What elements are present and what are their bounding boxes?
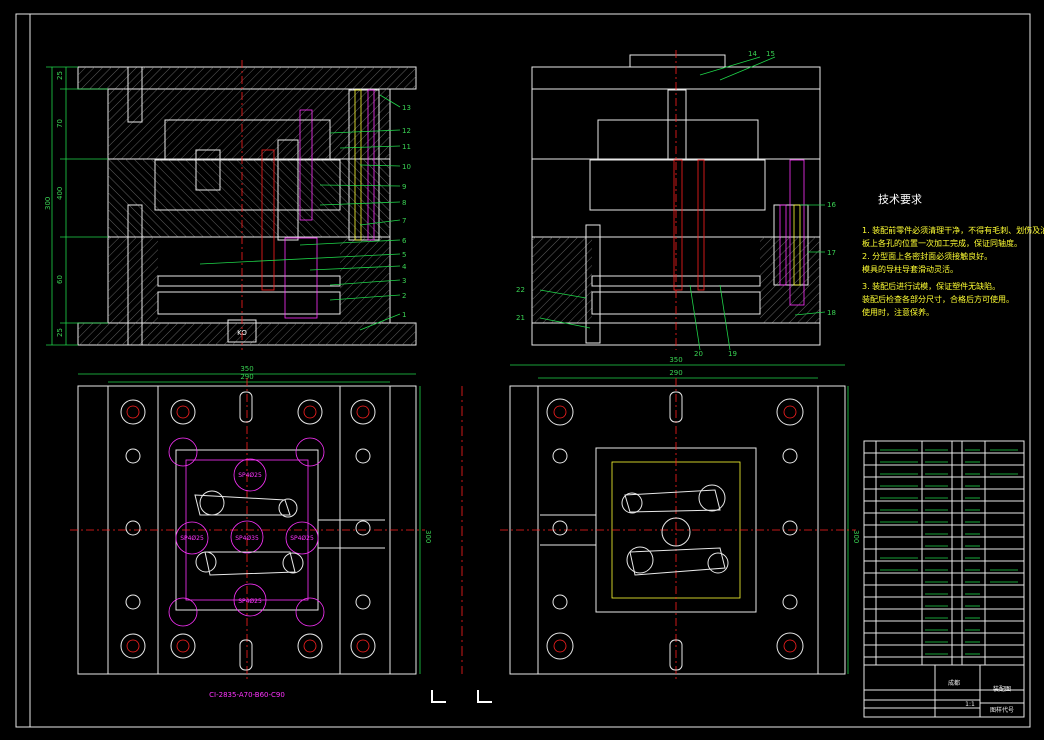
part-num-15: 15 xyxy=(766,50,775,58)
part-num-3: 3 xyxy=(402,277,406,285)
plan-right-height: 300 xyxy=(852,530,860,543)
plan-right-width: 350 xyxy=(669,356,682,364)
plan-left-inner: 290 xyxy=(240,373,253,381)
plan-label-4: SP4Ø25 xyxy=(290,535,314,542)
plan-left-height: 300 xyxy=(424,530,432,543)
plan-label-3: SP4Ø35 xyxy=(235,535,259,542)
left-plan-view: 350 290 300 xyxy=(70,365,432,699)
part-num-5: 5 xyxy=(402,251,406,259)
part-num-6: 6 xyxy=(402,237,407,245)
plan-label-2: SP4Ø25 xyxy=(180,535,204,542)
tech-line-7: 使用时，注意保养。 xyxy=(862,307,934,317)
part-num-13: 13 xyxy=(402,104,411,112)
tech-line-6: 装配后检查各部分尺寸，合格后方可使用。 xyxy=(862,294,1014,304)
drawing-scale: 1:1 xyxy=(965,701,975,708)
footer-code: CI-2835-A70-B60-C90 xyxy=(209,691,285,699)
sheet-border xyxy=(15,13,1031,728)
part-num-22: 22 xyxy=(516,286,525,294)
part-num-19: 19 xyxy=(728,350,737,358)
dim-left-5: 25 xyxy=(56,328,64,337)
tech-requirements: 技术要求 1. 装配前零件必须清理干净，不得有毛刺、划伤及油污。 板上各孔的位置… xyxy=(862,193,1044,317)
tech-line-3: 2. 分型面上各密封面必须接触良好。 xyxy=(862,251,992,261)
part-num-12: 12 xyxy=(402,127,411,135)
plan-label-1: SP4Ø25 xyxy=(238,472,262,479)
left-section-view: KO 25 70 400 60 25 300 xyxy=(44,60,417,350)
right-part-leaders: 14 15 16 17 18 19 20 21 22 xyxy=(516,50,836,358)
drawing-name: 装配图 xyxy=(993,685,1011,693)
part-num-8: 8 xyxy=(402,199,406,207)
tech-line-2: 板上各孔的位置一次加工完成，保证同轴度。 xyxy=(862,238,1022,248)
parts-list xyxy=(863,440,1025,666)
part-num-14: 14 xyxy=(748,50,757,58)
dim-left-total: 300 xyxy=(44,197,52,210)
right-plan-view: 350 290 300 xyxy=(461,356,860,682)
dim-left-4: 60 xyxy=(56,275,64,284)
part-num-17: 17 xyxy=(827,249,836,257)
part-num-7: 7 xyxy=(402,217,406,225)
drawing-code: 图样代号 xyxy=(990,706,1014,714)
plan-label-5: SP4Ø25 xyxy=(238,598,262,605)
dim-left-2: 70 xyxy=(56,119,64,128)
tech-line-4: 模具的导柱导套滑动灵活。 xyxy=(862,264,958,274)
left-part-leaders: 13 12 11 10 9 8 7 6 5 4 3 2 1 xyxy=(199,94,411,331)
part-num-9: 9 xyxy=(402,183,406,191)
dim-left-3: 400 xyxy=(56,187,64,200)
part-num-11: 11 xyxy=(402,143,411,151)
part-num-16: 16 xyxy=(827,201,836,209)
title-block: 成都 装配图 图样代号 1:1 xyxy=(863,664,1025,718)
part-num-2: 2 xyxy=(402,292,406,300)
dim-left-1: 25 xyxy=(56,71,64,80)
part-num-10: 10 xyxy=(402,163,411,171)
right-section-view: 14 15 16 17 18 19 20 21 22 xyxy=(516,50,836,358)
corner-marks xyxy=(431,690,492,703)
part-num-1: 1 xyxy=(402,311,406,319)
part-num-21: 21 xyxy=(516,314,525,322)
part-num-4: 4 xyxy=(402,263,407,271)
plan-right-inner: 290 xyxy=(669,369,682,377)
part-num-20: 20 xyxy=(694,350,703,358)
company-name: 成都 xyxy=(948,679,960,687)
tech-title: 技术要求 xyxy=(878,193,922,206)
part-num-18: 18 xyxy=(827,309,836,317)
tech-line-1: 1. 装配前零件必须清理干净，不得有毛刺、划伤及油污。 xyxy=(862,225,1044,235)
plan-left-width: 350 xyxy=(240,365,253,373)
tech-line-5: 3. 装配后进行试模，保证塑件无缺陷。 xyxy=(862,281,1000,291)
